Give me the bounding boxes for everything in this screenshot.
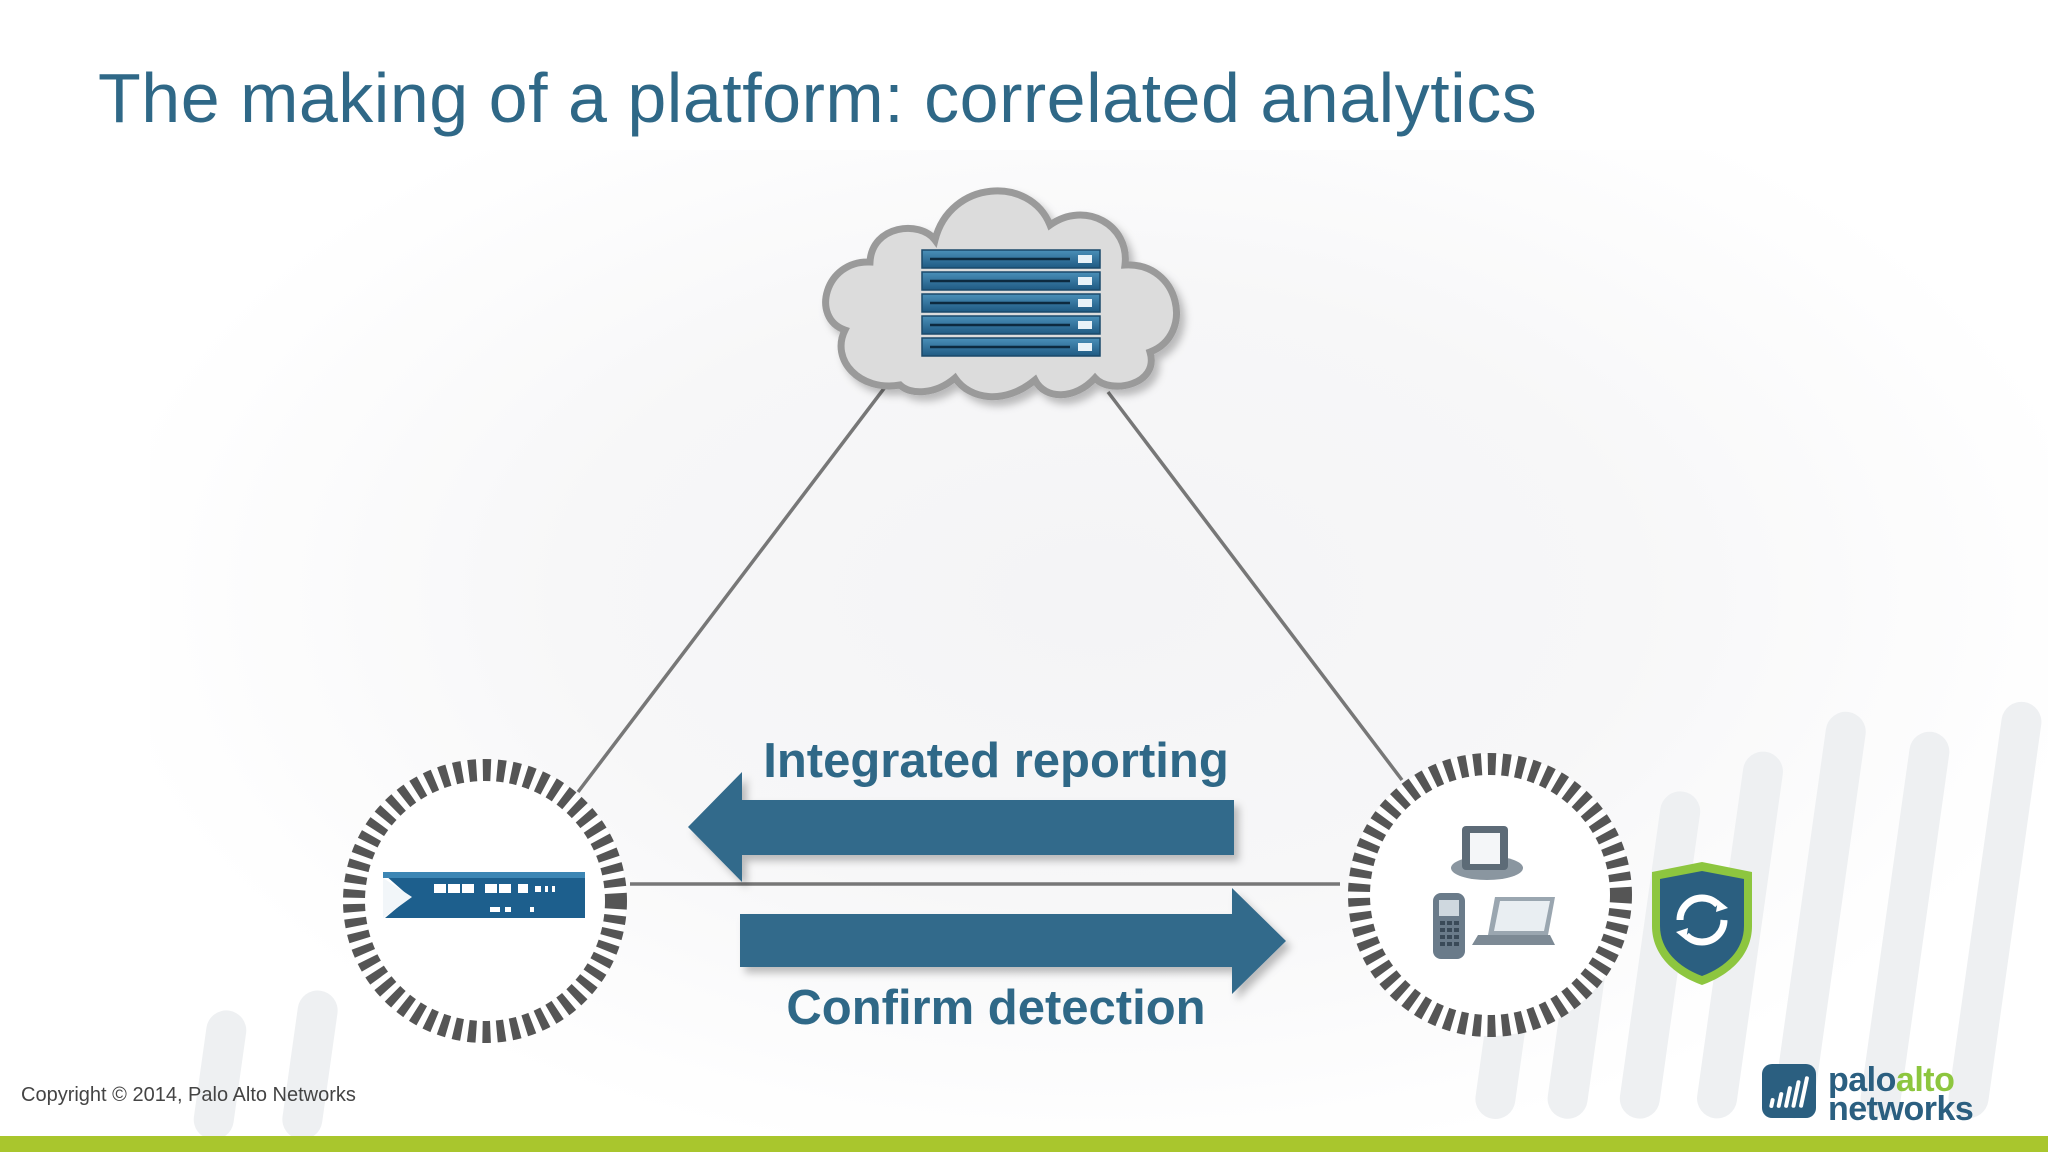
integrated-reporting-arrow [688,772,1234,882]
firewall-appliance-icon [383,872,585,918]
bottom-accent-bar [0,1136,2048,1152]
connection-lines [576,368,1404,886]
confirm-detection-label: Confirm detection [786,981,1205,1035]
slide-title: The making of a platform: correlated ana… [98,59,1538,137]
logo-networks-text: networks [1828,1090,1974,1128]
confirm-detection-arrow [740,888,1286,994]
logo-alto-text: alto [1895,1061,1955,1099]
logo-wordmark-top: paloalto [1828,1061,1955,1099]
shield-logo-icon [1652,862,1752,985]
paloalto-logo-icon [1762,1064,1816,1118]
server-stack-icon [921,249,1101,357]
endpoint-node-ring [1348,753,1632,1037]
integrated-reporting-label: Integrated reporting [763,734,1229,788]
copyright-text: Copyright © 2014, Palo Alto Networks [21,1084,356,1106]
endpoint-devices-icon [1433,826,1555,959]
logo-palo-text: palo [1828,1061,1896,1099]
